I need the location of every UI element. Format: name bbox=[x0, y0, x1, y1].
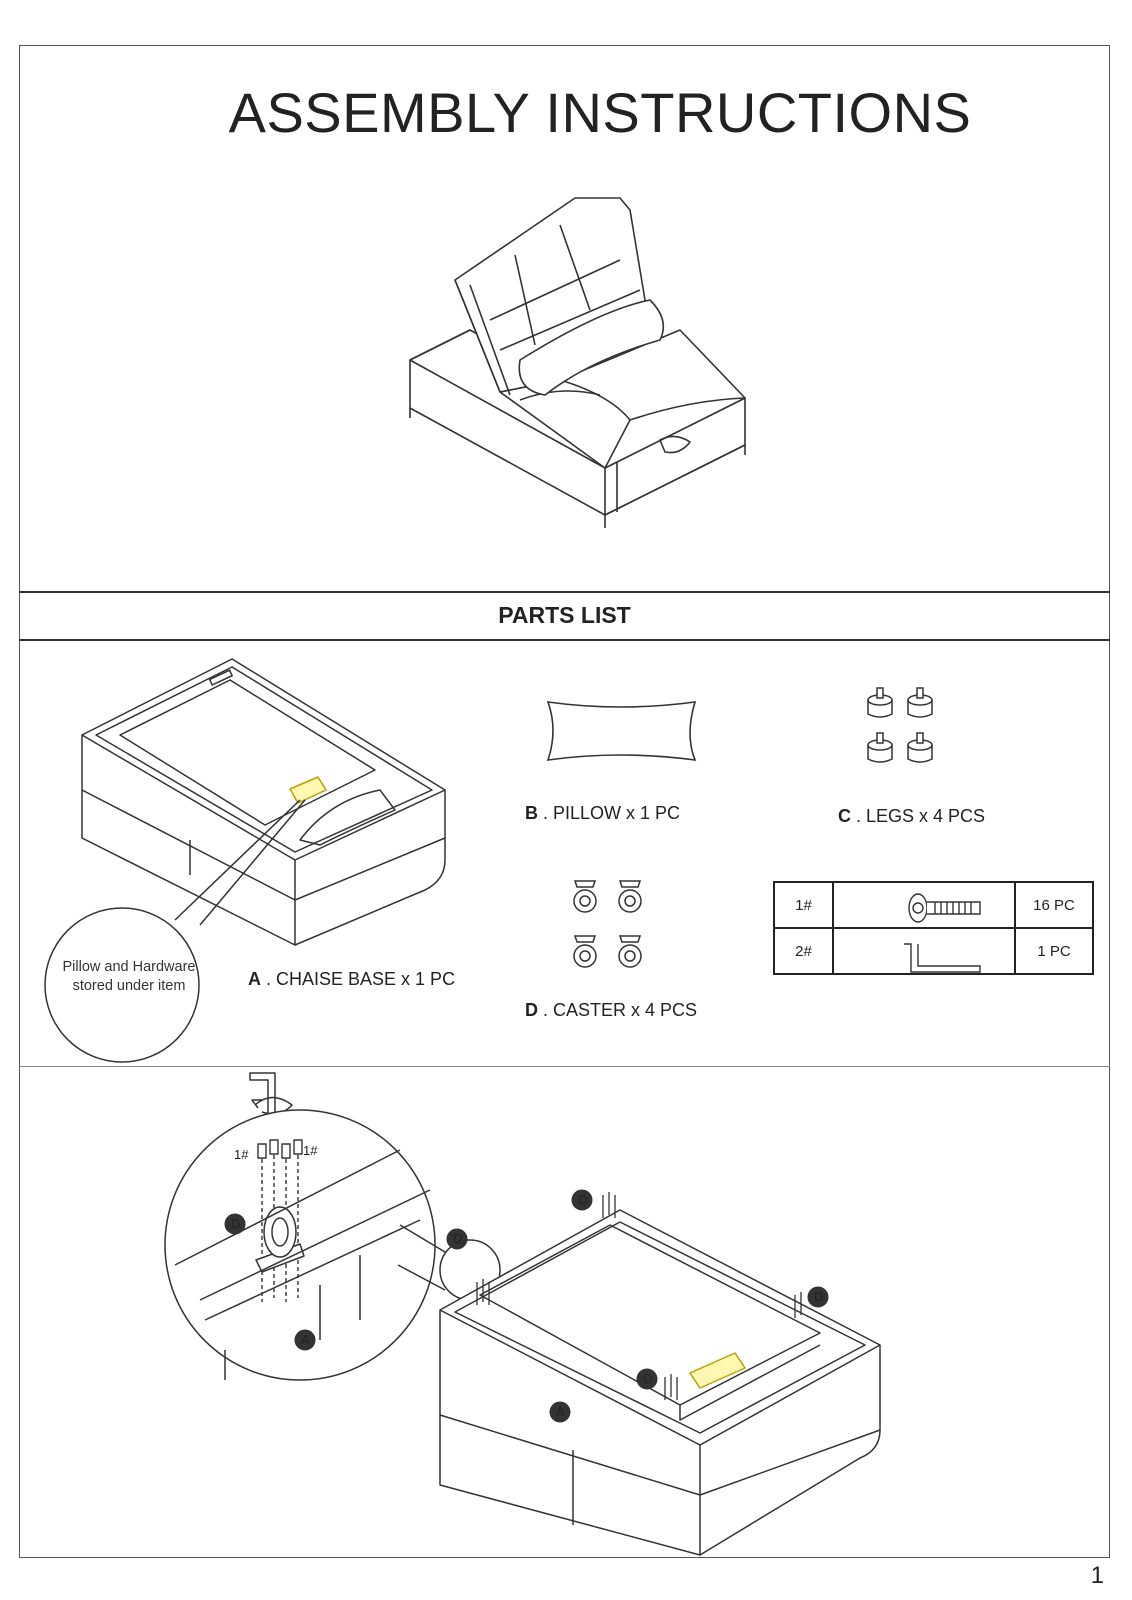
part-b-label: B . PILLOW x 1 PC bbox=[525, 803, 680, 824]
hardware-table: 1# 16 PC 2# 1 PC bbox=[773, 881, 1094, 975]
hardware-row: 1# 16 PC bbox=[773, 881, 1094, 929]
callout-a-detail: A bbox=[301, 1332, 310, 1347]
parts-list-heading: PARTS LIST bbox=[498, 602, 631, 628]
callout-d-corner-4: D bbox=[643, 1371, 653, 1386]
callout-markers bbox=[224, 1189, 829, 1423]
callout-screw-left: 1# bbox=[234, 1147, 249, 1162]
part-c-label: C . LEGS x 4 PCS bbox=[838, 806, 985, 827]
hardware-qty: 16 PC bbox=[1014, 881, 1094, 929]
part-a-label: A . CHAISE BASE x 1 PC bbox=[248, 969, 455, 990]
storage-note: Pillow and Hardware stored under item bbox=[44, 958, 214, 996]
pillow-illustration bbox=[546, 701, 697, 761]
part-d-letter: D bbox=[525, 1000, 538, 1020]
part-d-text: . CASTER x 4 PCS bbox=[538, 1000, 698, 1020]
part-b-letter: B bbox=[525, 803, 538, 823]
callout-d-corner-2: D bbox=[578, 1192, 588, 1207]
page-frame bbox=[19, 45, 1110, 1558]
part-c-text: . LEGS x 4 PCS bbox=[851, 806, 986, 826]
hardware-qty: 1 PC bbox=[1014, 927, 1094, 975]
part-a-text: . CHAISE BASE x 1 PC bbox=[261, 969, 456, 989]
part-a-letter: A bbox=[248, 969, 261, 989]
callout-d-corner-3: D bbox=[814, 1289, 824, 1304]
parts-list-header: PARTS LIST bbox=[19, 591, 1110, 641]
step-1-illustration bbox=[164, 1072, 881, 1556]
callout-d-detail: D bbox=[231, 1216, 241, 1231]
section-divider bbox=[19, 1066, 1110, 1067]
part-c-letter: C bbox=[838, 806, 851, 826]
legs-illustration bbox=[867, 687, 933, 763]
chaise-base-illustration bbox=[44, 658, 446, 1063]
page-title: ASSEMBLY INSTRUCTIONS bbox=[228, 81, 972, 144]
casters-illustration bbox=[573, 880, 642, 968]
hardware-image-cell bbox=[832, 881, 1016, 929]
assembled-chaise-illustration bbox=[409, 197, 746, 528]
hardware-row: 2# 1 PC bbox=[773, 927, 1094, 975]
callout-a-base: A bbox=[556, 1404, 565, 1419]
hardware-image-cell bbox=[832, 927, 1016, 975]
hardware-id: 1# bbox=[773, 881, 834, 929]
part-d-label: D . CASTER x 4 PCS bbox=[525, 1000, 697, 1021]
storage-note-line-1: Pillow and Hardware bbox=[62, 959, 196, 975]
callout-d-corner-1: D bbox=[453, 1231, 463, 1246]
page-number: 1 bbox=[1090, 1562, 1104, 1589]
part-b-text: . PILLOW x 1 PC bbox=[538, 803, 681, 823]
hardware-id: 2# bbox=[773, 927, 834, 975]
callout-screw-right: 1# bbox=[303, 1143, 318, 1158]
storage-note-line-2: stored under item bbox=[72, 978, 186, 994]
